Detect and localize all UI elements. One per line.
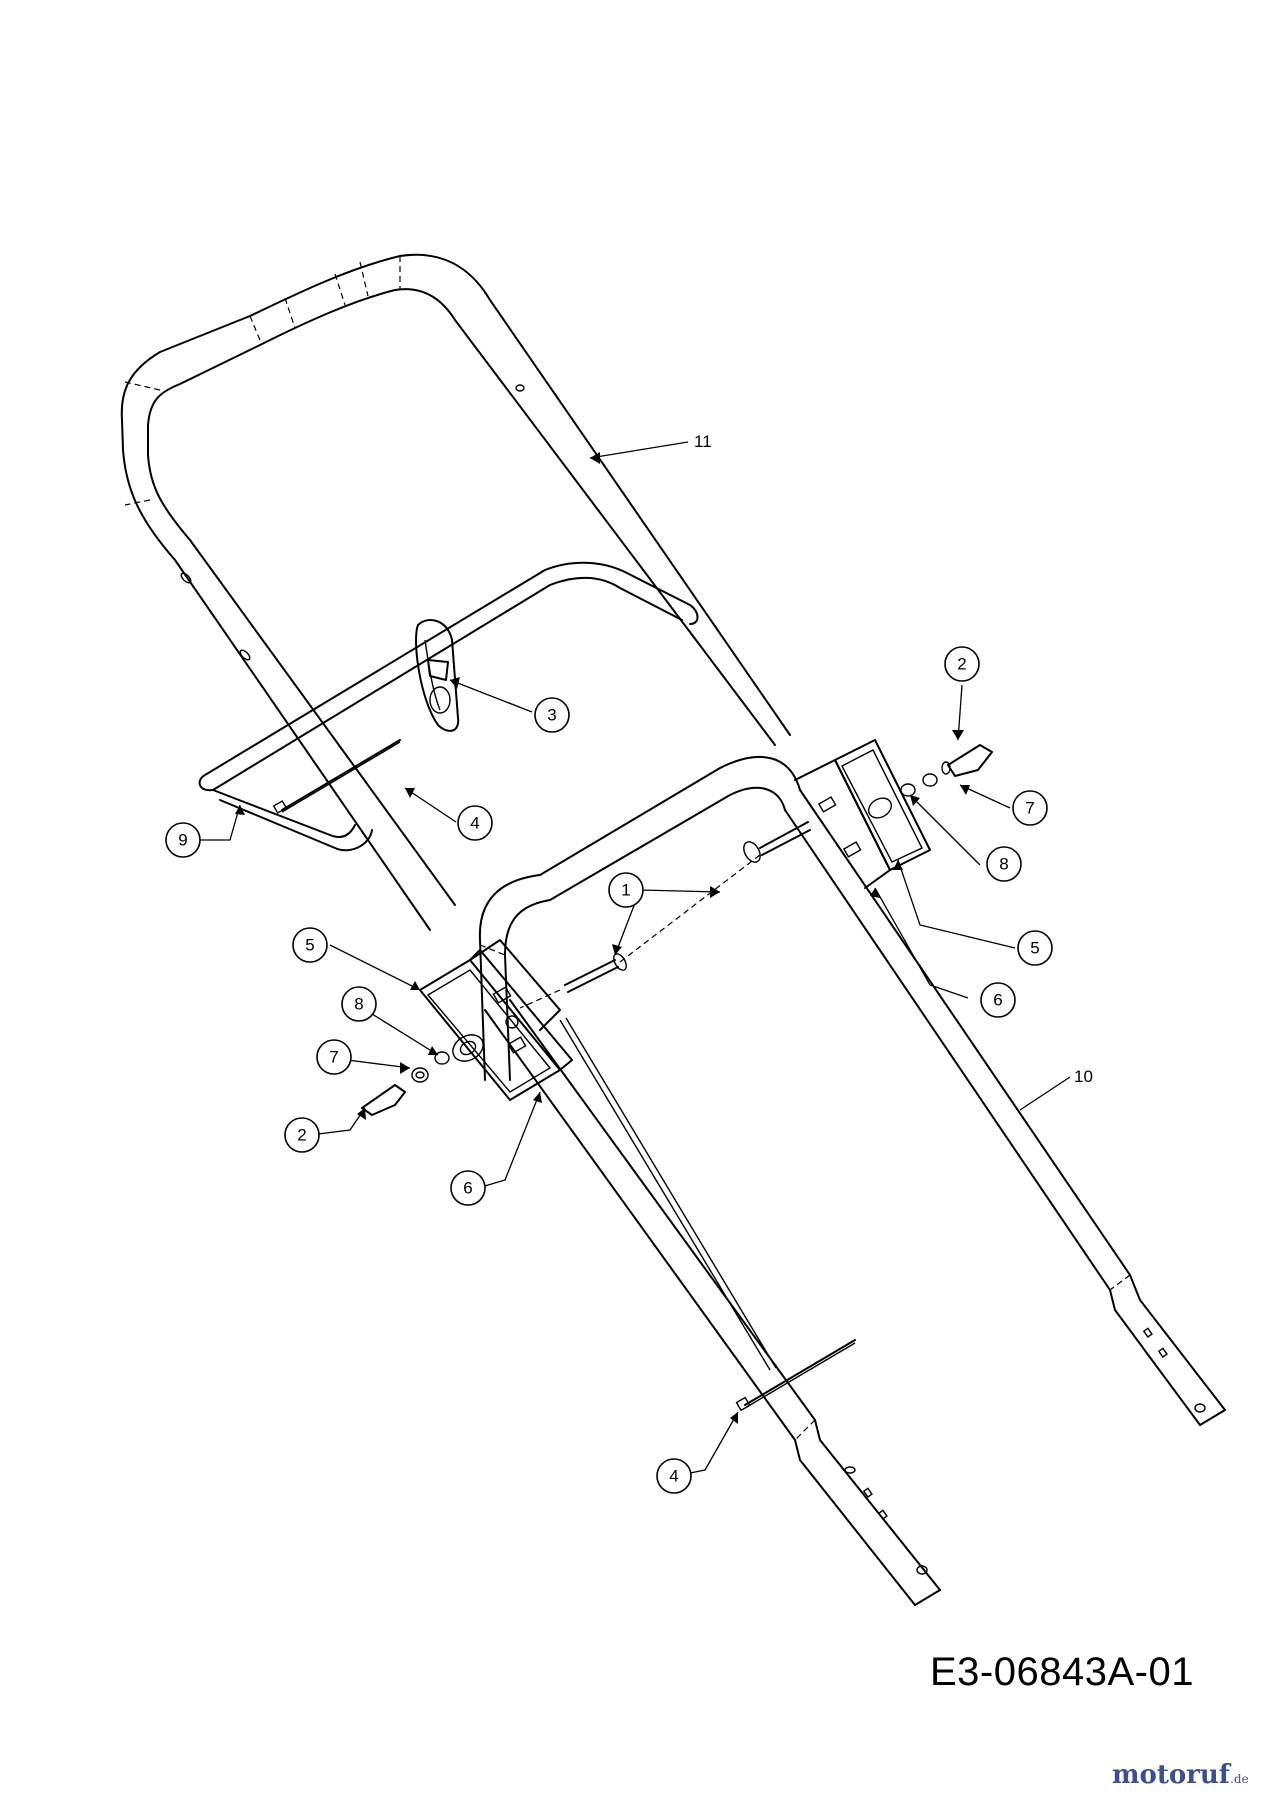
- callout-text: 4: [470, 814, 479, 833]
- callout-4-lower: 4: [656, 1458, 692, 1494]
- control-bail: [198, 561, 699, 852]
- watermark-brand: motoruf: [1112, 1760, 1230, 1790]
- callout-text: 2: [297, 1126, 306, 1145]
- callout-5-left: 5: [292, 927, 328, 963]
- callout-2-left: 2: [284, 1117, 320, 1153]
- callout-text: 5: [305, 936, 314, 955]
- right-bracket-assembly: [794, 739, 993, 889]
- callout-text: 2: [957, 655, 966, 674]
- callout-text: 4: [669, 1467, 678, 1486]
- watermark-tld: .de: [1230, 1772, 1249, 1786]
- bolts-part-1: [519, 821, 811, 1009]
- leader-lines: [198, 441, 1071, 1476]
- callout-8-left: 8: [341, 986, 377, 1022]
- callout-text: 8: [999, 855, 1008, 874]
- callout-text: 6: [993, 991, 1002, 1010]
- upper-handle: [120, 253, 791, 931]
- callout-8-right: 8: [986, 846, 1022, 882]
- callout-6-right: 6: [980, 982, 1016, 1018]
- left-bracket-assembly: [361, 939, 573, 1116]
- cable-ties: [272, 739, 856, 1412]
- drawing-code: E3-06843A-01: [930, 1650, 1194, 1694]
- callout-9: 9: [165, 822, 201, 858]
- callout-2-right: 2: [944, 646, 980, 682]
- callout-text: 3: [547, 706, 556, 725]
- callout-text: 5: [1030, 939, 1039, 958]
- callout-text: 9: [178, 831, 187, 850]
- watermark-logo: motoruf.de: [1112, 1760, 1249, 1790]
- arrow-heads: [235, 452, 970, 1424]
- callout-7-left: 7: [316, 1039, 352, 1075]
- callout-1: 1: [608, 872, 644, 908]
- lower-handle: [478, 755, 1226, 1606]
- callout-3: 3: [534, 697, 570, 733]
- callout-text: 7: [1025, 799, 1034, 818]
- callout-5-right: 5: [1017, 930, 1053, 966]
- callout-label-10: 10: [1074, 1067, 1093, 1086]
- callout-4-upper: 4: [457, 805, 493, 841]
- callout-text: 8: [354, 995, 363, 1014]
- callout-label-11: 11: [694, 432, 712, 451]
- callout-text: 1: [621, 881, 630, 900]
- callout-text: 6: [463, 1179, 472, 1198]
- grommet-part-3: [415, 619, 460, 732]
- callout-7-right: 7: [1012, 790, 1048, 826]
- callout-text: 7: [329, 1048, 338, 1067]
- callout-6-left: 6: [450, 1170, 486, 1206]
